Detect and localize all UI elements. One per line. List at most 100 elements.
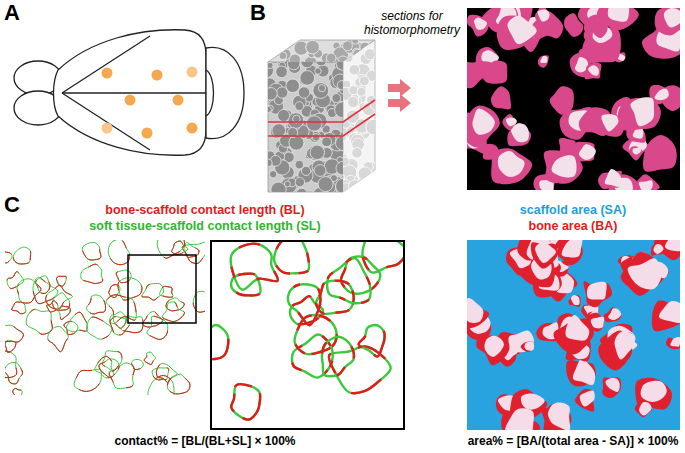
bone-contact [118,278,142,300]
pore [339,50,345,56]
pore [264,47,273,56]
bone-tissue [535,8,549,24]
soft-tissue-contact [160,286,173,297]
soft-tissue-contact [5,362,23,384]
bone-contact [86,295,105,314]
section-line [268,100,375,122]
pore [352,37,359,44]
tissue-area [665,240,680,251]
bone-contact [182,242,205,263]
bone-area [568,295,580,307]
bone-tissue [564,13,583,37]
bone-contact [156,363,177,382]
soft-tissue-contact [58,306,70,319]
brain-outline [14,30,244,155]
soft-tissue-contact [322,337,354,377]
bone-contact [82,242,101,260]
pore [318,177,333,192]
pore [295,177,304,186]
legend-text: scaffold area (SA) [520,203,626,217]
pore [284,181,290,187]
pore [288,113,304,129]
soft-tissue-contact [12,302,26,314]
soft-tissue-contact [87,317,112,339]
bone-contact [5,362,23,384]
bone-contact [13,388,22,395]
bone-tissue [538,55,549,67]
scaffold-material [540,56,547,63]
pores [259,55,352,203]
bone-area [575,389,594,411]
implant-dot [187,67,198,78]
legend-text: soft tissue-scaffold contact length (SL) [89,219,320,233]
bone-area [604,307,622,322]
pore [352,147,363,158]
pore [265,159,273,167]
bone-contact [231,244,278,290]
pore [267,53,274,60]
pore [272,35,282,45]
bone-area [654,240,680,260]
soft-tissue-contact [26,309,52,334]
bone-tissue [502,114,516,131]
pore [298,87,309,98]
soft-tissue-contact [13,247,30,264]
implant-dot [187,123,198,134]
pore [300,71,315,86]
tissue-area [670,337,680,347]
tissue-area [571,295,580,305]
tissue-area [525,341,535,351]
pore [322,137,332,147]
pore [368,174,382,188]
formula: contact% = [BL/(BL+SL] × 100% [114,435,295,449]
cube-front [268,62,343,192]
bone-contact [87,317,112,339]
bone-area [666,337,680,349]
soft-tissue-contact [144,352,156,364]
bone-contact [329,346,391,393]
pore [286,79,300,93]
bone-contact [193,291,205,312]
scaffold-material [507,16,536,45]
pore [344,53,353,62]
implant-dot [102,123,113,134]
section-note: sections for histomorphometry [347,10,477,38]
pore [338,53,346,61]
tissue-area [639,402,652,416]
soft-tissue-contact [143,311,163,327]
tissue-area [566,315,590,341]
soft-tissue-contact [86,295,105,314]
pore [295,102,304,111]
soft-tissue-contact [13,388,22,395]
soft-tissue-contact [106,295,136,323]
scaffold-material [552,155,577,177]
pore [349,86,358,95]
zoom-frame [211,241,404,429]
bone-tissue [497,15,537,50]
scaffold-material [664,8,680,27]
scaffold-material [633,147,642,154]
scaffold-material [537,10,549,22]
bone-area [476,335,509,365]
scaffold-material [639,180,653,190]
bone-contact [211,325,228,359]
soft-tissue-contact [274,241,309,273]
pore [280,35,286,41]
soft-tissue-contact [5,325,23,342]
bone-contact [66,312,87,332]
pore [267,62,273,68]
soft-tissue-contact [327,258,370,303]
soft-tissue-contact [147,316,168,339]
panel-letter: B [250,0,266,25]
soft-tissue-contact [162,302,184,322]
panel-letter: A [4,0,20,25]
scaffold-cube [259,32,383,203]
scaffold-material [474,18,487,30]
soft-tissue-contact [362,241,404,273]
pore [361,184,367,190]
bone-contact [162,302,184,322]
bone-contact [26,309,52,334]
soft-tissue-contact [7,272,24,289]
bone-tissue [629,146,643,158]
